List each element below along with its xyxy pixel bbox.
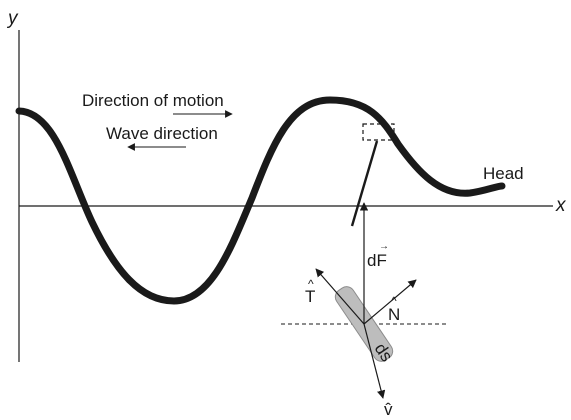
x-axis-label: x	[555, 195, 567, 216]
direction-of-motion-label: Direction of motion	[82, 91, 224, 110]
normal-hat: ^	[391, 294, 397, 308]
v-hat-label: v̂	[384, 400, 393, 419]
y-axis-label: y	[6, 8, 19, 29]
v-hat-vector	[363, 323, 386, 399]
normal-label: N	[388, 305, 400, 324]
tangent-vector	[315, 268, 365, 325]
tangent-hat: ^	[308, 277, 314, 291]
wave-direction-label: Wave direction	[106, 124, 218, 143]
zoom-line	[350, 140, 379, 227]
normal-vector	[363, 279, 417, 325]
wave-curve	[15, 96, 506, 305]
force-label: dF	[367, 251, 387, 270]
tangent-label: T	[305, 287, 315, 306]
selection-box	[362, 123, 395, 141]
force-arrow-accent: →	[379, 241, 389, 252]
head-label: Head	[483, 164, 524, 183]
